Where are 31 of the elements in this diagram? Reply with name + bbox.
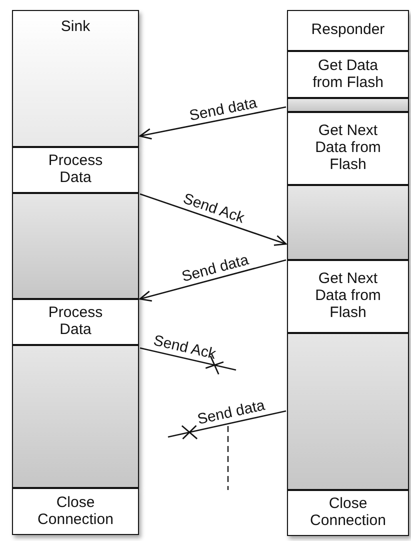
process-box bbox=[12, 299, 139, 345]
step-text: Get Data from Flash bbox=[312, 58, 384, 92]
step-text: Responder bbox=[311, 22, 385, 39]
process-box bbox=[12, 488, 139, 535]
process-box bbox=[12, 147, 139, 193]
message-arrow bbox=[140, 193, 287, 246]
step-text: Process Data bbox=[47, 153, 104, 187]
process-box bbox=[287, 10, 409, 51]
step-text: Process Data bbox=[47, 305, 104, 339]
activity-bar bbox=[12, 345, 139, 488]
edge-label: Send Ack bbox=[152, 332, 218, 364]
activity-bar bbox=[287, 333, 409, 490]
step-text: Get Next Data from Flash bbox=[314, 123, 382, 174]
edge-label: Send data bbox=[180, 252, 250, 286]
message-arrow bbox=[139, 259, 286, 302]
process-box bbox=[287, 260, 409, 333]
process-box bbox=[287, 112, 409, 185]
step-text: Get Next Data from Flash bbox=[314, 271, 382, 322]
activity-bar bbox=[287, 185, 409, 260]
process-box bbox=[287, 51, 409, 98]
process-box bbox=[12, 10, 139, 147]
step-text: Close Connection bbox=[309, 496, 387, 530]
edge-label: Send data bbox=[188, 94, 258, 124]
step-text: Sink bbox=[60, 19, 90, 36]
activity-bar bbox=[12, 193, 139, 299]
edge-label: Send Ack bbox=[180, 190, 246, 227]
edge-label: Send data bbox=[196, 397, 266, 429]
message-arrow bbox=[139, 106, 286, 140]
process-box bbox=[287, 490, 409, 536]
step-text: Close Connection bbox=[36, 494, 114, 528]
activity-bar bbox=[287, 98, 409, 112]
